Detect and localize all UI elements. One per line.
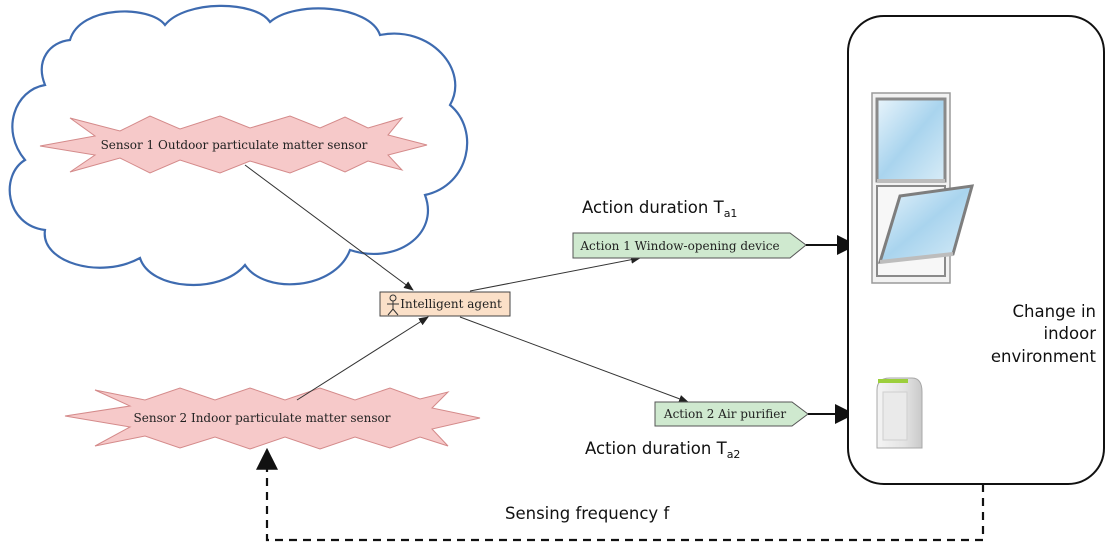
edge-sensor2-agent [296,316,429,401]
environment-line2: indoor [1044,324,1097,343]
agent-actor-icon [387,294,399,316]
agent-box [379,291,511,317]
sensor1-label: Sensor 1 Outdoor particulate matter sens… [101,138,368,152]
action2-label: Action 2 Air purifier [663,407,786,421]
window-icon [871,92,975,284]
action2-duration: Action duration Ta2 [585,439,740,461]
sensor2-label: Sensor 2 Indoor particulate matter senso… [134,411,391,425]
sensor1-starburst [39,115,428,174]
feedback-loop [256,447,985,542]
action2-box [654,401,809,427]
edge-sensor1-agent [244,164,414,291]
air-purifier-icon [876,377,923,449]
action1-box [572,232,807,259]
agent-label: Intelligent agent [400,297,502,311]
environment-line3: environment [991,347,1097,366]
sensor2-starburst [64,387,481,450]
action1-duration: Action duration Ta1 [582,198,737,220]
feedback-label: Sensing frequency f [505,504,670,523]
edge-agent-action1 [469,255,641,292]
environment-line1: Change in [1013,302,1096,321]
action1-label: Action 1 Window-opening device [579,239,779,253]
edge-agent-action2 [459,316,689,403]
